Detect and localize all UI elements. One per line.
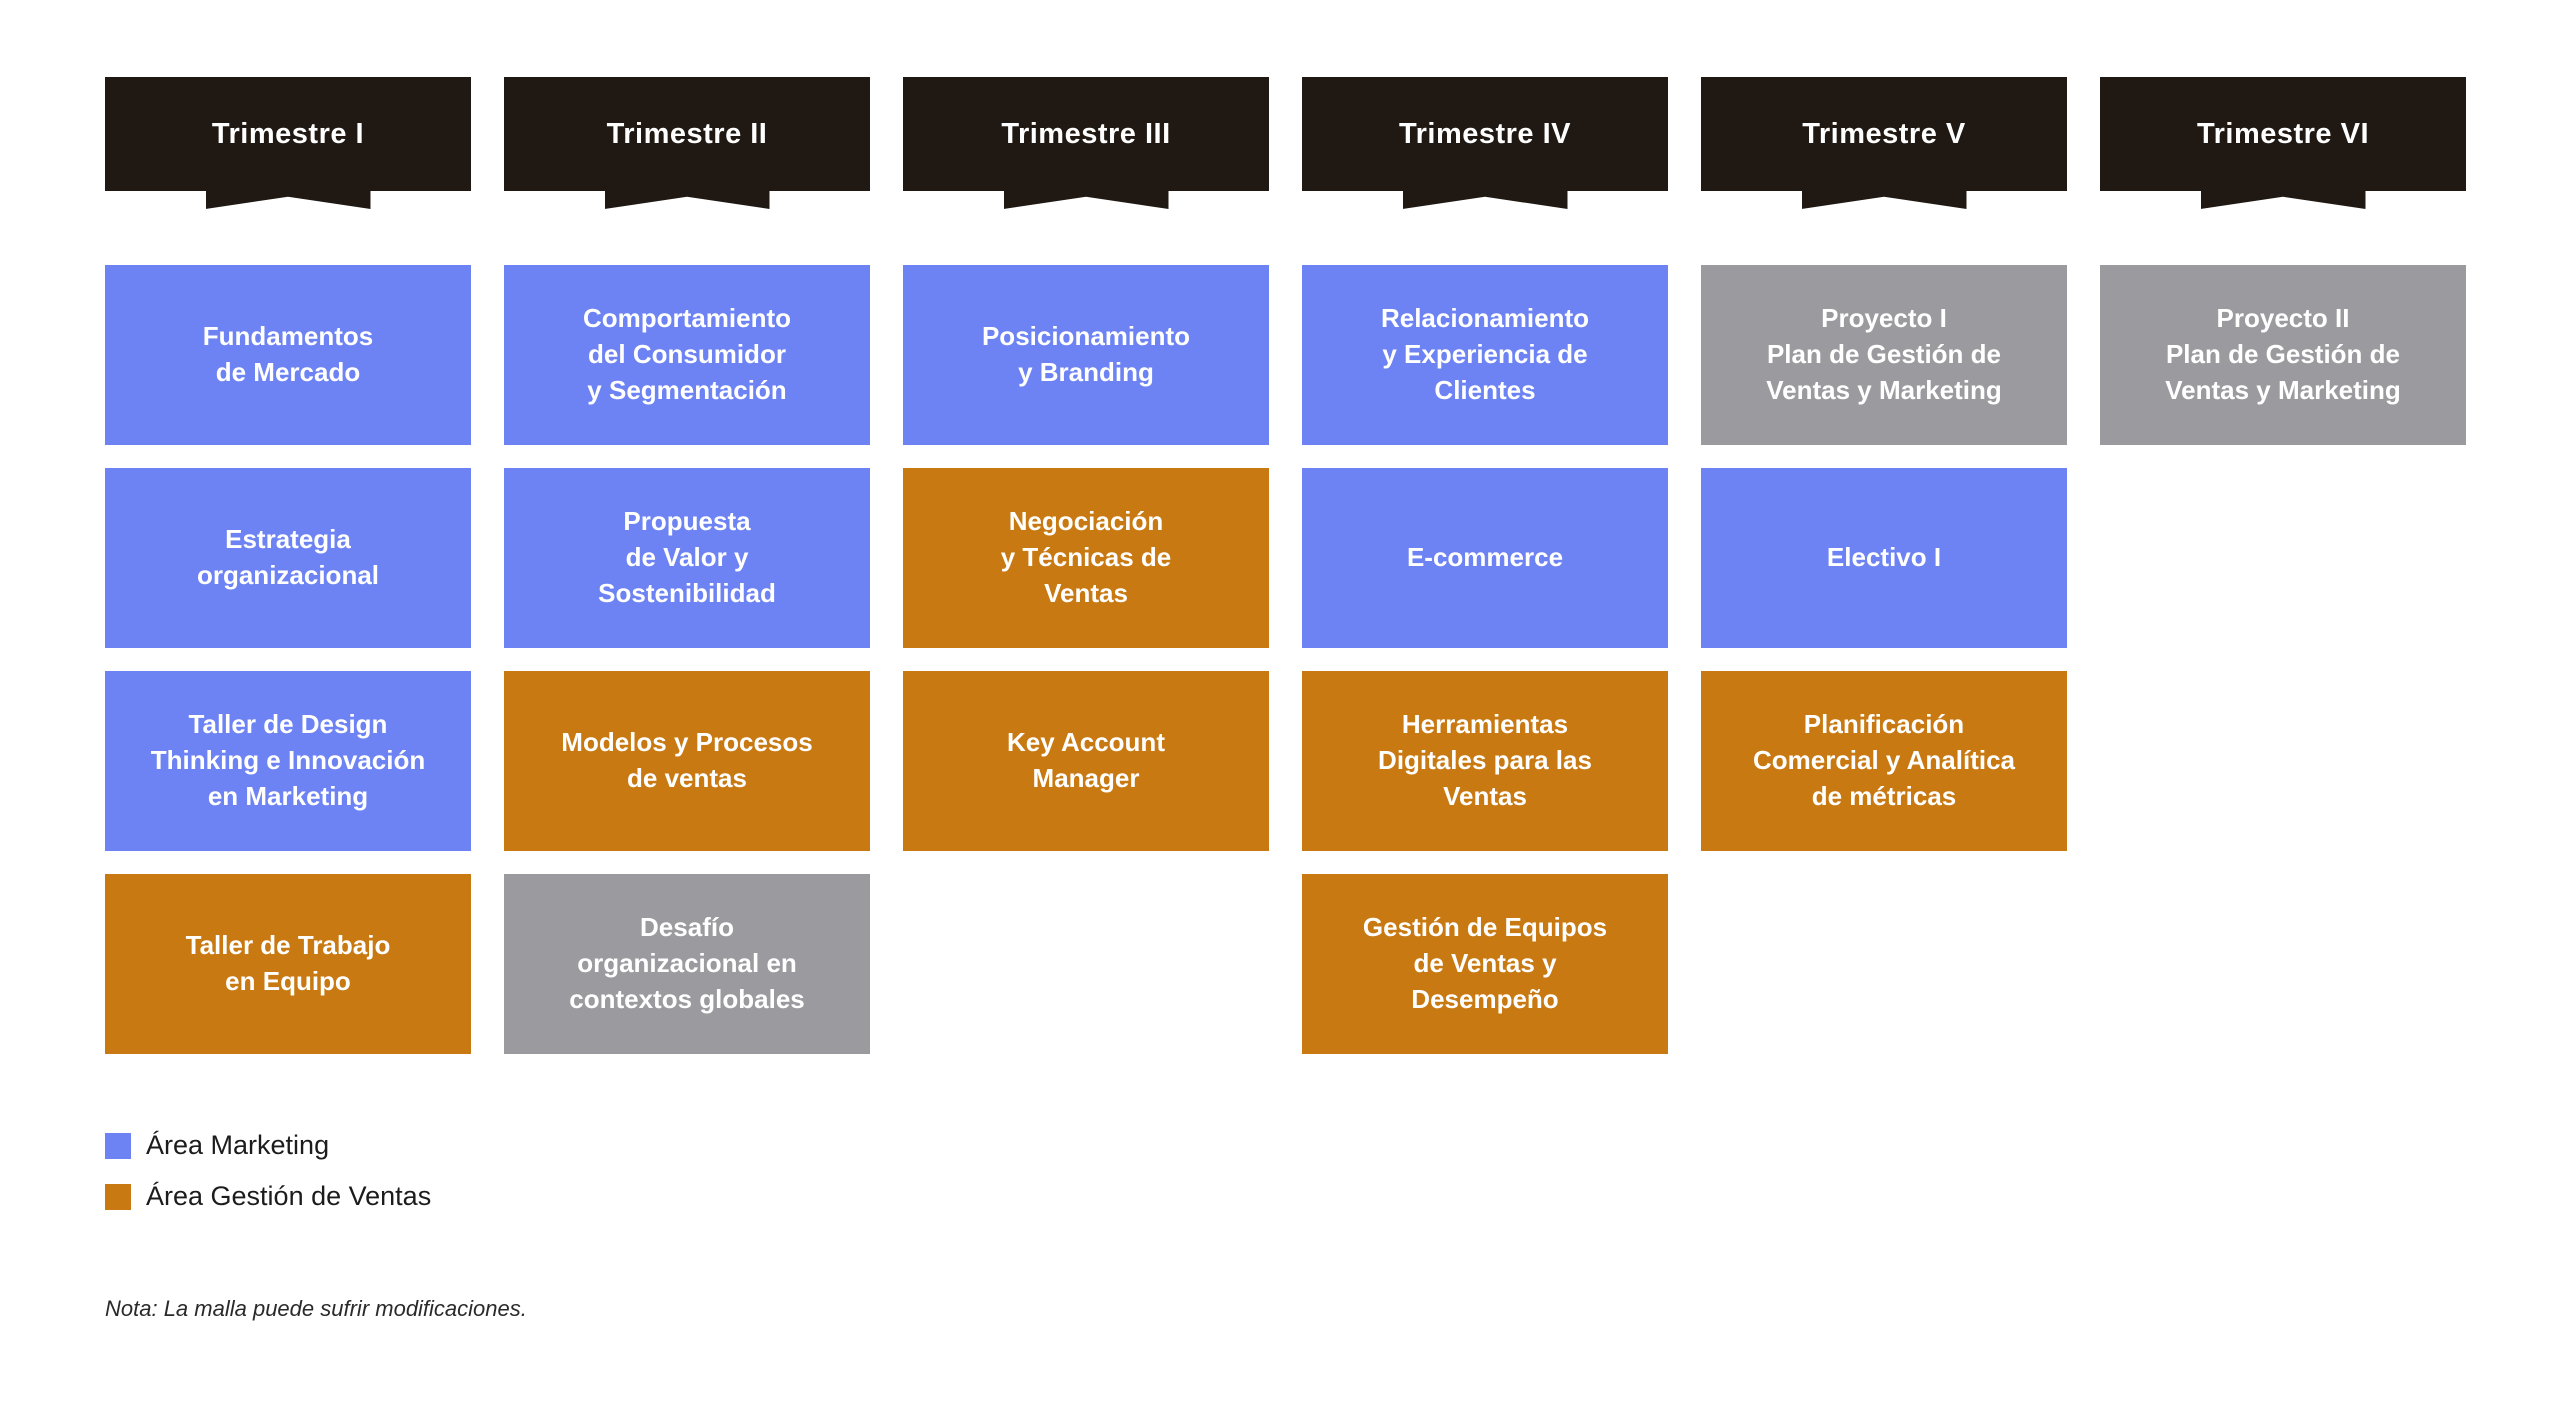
course-card: Estrategia organizacional — [105, 468, 471, 648]
trimester-column-2: Trimestre II Comportamiento del Consumido… — [504, 77, 870, 1054]
course-card: Negociación y Técnicas de Ventas — [903, 468, 1269, 648]
trimester-header-title: Trimestre II — [504, 77, 870, 191]
course-card: Desafío organizacional en contextos glob… — [504, 874, 870, 1054]
legend-color-swatch — [105, 1183, 131, 1210]
course-card: Propuesta de Valor y Sostenibilidad — [504, 468, 870, 648]
trimester-header: Trimestre IV — [1302, 77, 1668, 209]
header-ribbon-notch — [205, 191, 371, 209]
trimester-header: Trimestre I — [105, 77, 471, 209]
trimester-header: Trimestre II — [504, 77, 870, 209]
trimester-header-title: Trimestre VI — [2100, 77, 2466, 191]
trimester-header: Trimestre VI — [2100, 77, 2466, 209]
course-card: Posicionamiento y Branding — [903, 265, 1269, 445]
legend-color-swatch — [105, 1132, 131, 1159]
trimester-column-6: Trimestre VI Proyecto II Plan de Gestión … — [2100, 77, 2466, 1054]
course-card: Modelos y Procesos de ventas — [504, 671, 870, 851]
trimester-header: Trimestre III — [903, 77, 1269, 209]
course-card: Relacionamiento y Experiencia de Cliente… — [1302, 265, 1668, 445]
trimester-column-4: Trimestre IV Relacionamiento y Experienci… — [1302, 77, 1668, 1054]
trimester-header-title: Trimestre III — [903, 77, 1269, 191]
trimester-column-5: Trimestre V Proyecto I Plan de Gestión de… — [1701, 77, 2067, 1054]
course-card: Electivo I — [1701, 468, 2067, 648]
course-card: Herramientas Digitales para las Ventas — [1302, 671, 1668, 851]
course-card: Planificación Comercial y Analítica de m… — [1701, 671, 2067, 851]
course-card: Gestión de Equipos de Ventas y Desempeño — [1302, 874, 1668, 1054]
course-card: Comportamiento del Consumidor y Segmenta… — [504, 265, 870, 445]
header-ribbon-notch — [604, 191, 770, 209]
header-ribbon-notch — [2200, 191, 2366, 209]
note-text: Nota: La malla puede sufrir modificacion… — [105, 1296, 527, 1321]
trimester-header-title: Trimestre I — [105, 77, 471, 191]
course-card: Key Account Manager — [903, 671, 1269, 851]
course-card: Proyecto II Plan de Gestión de Ventas y … — [2100, 265, 2466, 445]
legend-item: Área Marketing — [105, 1130, 431, 1161]
trimester-header-title: Trimestre IV — [1302, 77, 1668, 191]
course-card: Taller de Design Thinking e Innovación e… — [105, 671, 471, 851]
course-card: E-commerce — [1302, 468, 1668, 648]
header-ribbon-notch — [1801, 191, 1967, 209]
course-card: Fundamentos de Mercado — [105, 265, 471, 445]
trimester-header: Trimestre V — [1701, 77, 2067, 209]
legend-item: Área Gestión de Ventas — [105, 1181, 431, 1212]
header-ribbon-notch — [1003, 191, 1169, 209]
legend-label: Área Marketing — [146, 1130, 330, 1160]
header-ribbon-notch — [1402, 191, 1568, 209]
legend-label: Área Gestión de Ventas — [146, 1181, 432, 1211]
trimester-header-title: Trimestre V — [1701, 77, 2067, 191]
course-card: Taller de Trabajo en Equipo — [105, 874, 471, 1054]
course-card: Proyecto I Plan de Gestión de Ventas y M… — [1701, 265, 2067, 445]
